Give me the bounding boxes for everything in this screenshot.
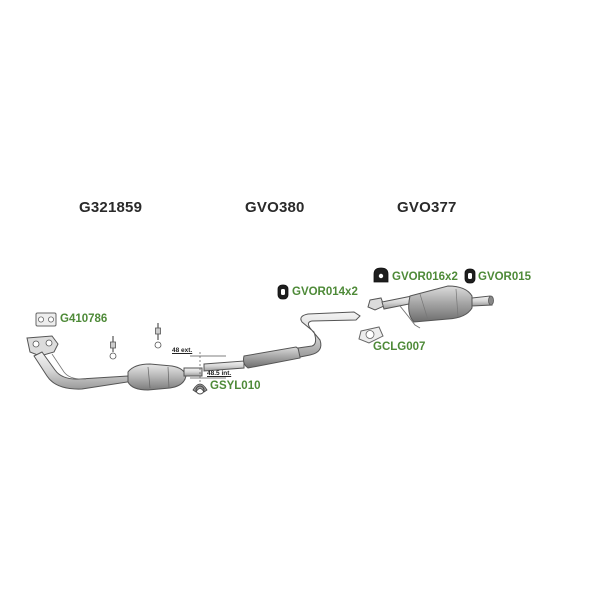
middle-rubber-mount-icon[interactable] xyxy=(277,284,289,300)
front-gasket-icon[interactable] xyxy=(35,312,57,327)
rear-rubber-mount-b-label[interactable]: GVOR015 xyxy=(478,271,532,283)
clamp-icon[interactable] xyxy=(192,383,208,395)
middle-pipe[interactable] xyxy=(203,311,361,372)
rear-silencer-part-number[interactable]: GVO377 xyxy=(397,199,457,216)
rear-rubber-mount-b-icon[interactable] xyxy=(464,268,476,284)
rear-gasket-label[interactable]: GCLG007 xyxy=(373,341,426,353)
front-gasket-label[interactable]: G410786 xyxy=(60,313,108,325)
middle-rubber-mount-label[interactable]: GVOR014x2 xyxy=(292,286,358,298)
lambda-sensor-icon xyxy=(109,323,162,360)
manifold-flange xyxy=(26,335,59,357)
front-pipe-part-number[interactable]: G321859 xyxy=(79,199,143,216)
middle-silencer-part-number[interactable]: GVO380 xyxy=(245,199,305,216)
clamp-label[interactable]: GSYL010 xyxy=(210,380,261,392)
joint-dimension-marker xyxy=(190,352,226,384)
outer-diameter-label: 48 ext. xyxy=(172,347,193,354)
rear-rubber-mount-a-label[interactable]: GVOR016x2 xyxy=(392,271,458,283)
rear-gasket-icon[interactable] xyxy=(358,326,384,344)
front-pipe[interactable] xyxy=(33,351,203,391)
rear-silencer[interactable] xyxy=(367,285,494,329)
rear-rubber-mount-a-icon[interactable] xyxy=(373,267,389,283)
inner-diameter-label: 48.5 int. xyxy=(207,370,232,377)
